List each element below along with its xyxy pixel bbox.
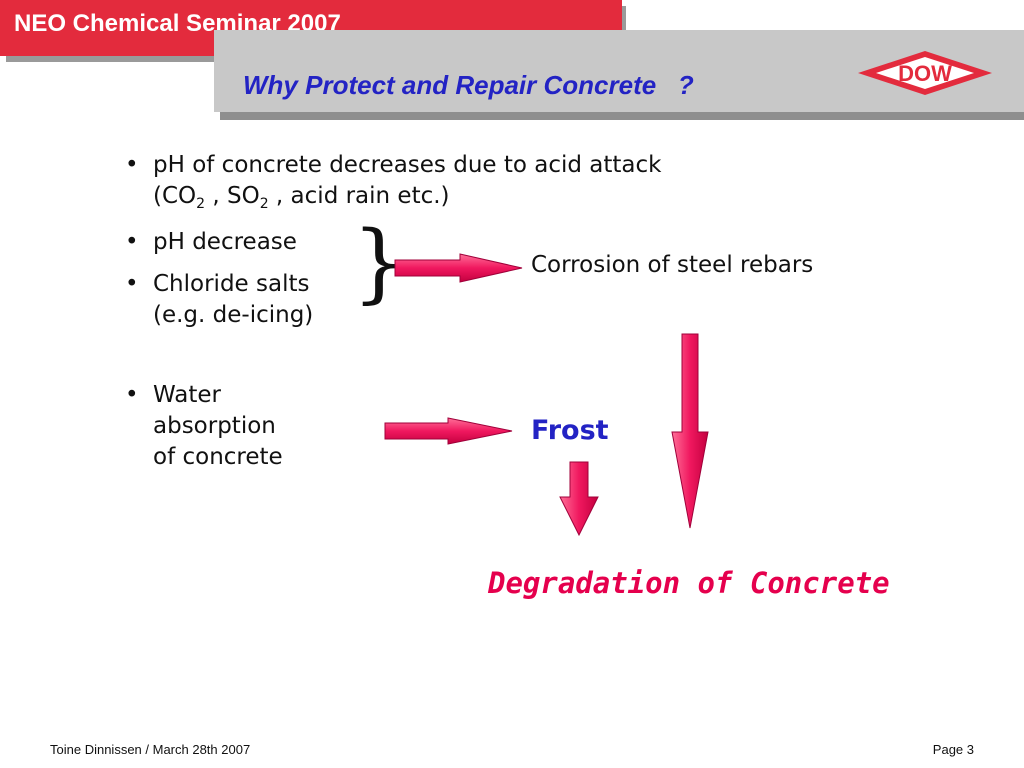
slide-heading: Why Protect and Repair Concrete ? — [243, 70, 694, 100]
degradation-label: Degradation of Concrete — [488, 566, 890, 600]
bullet-ph-decrease: • pH decrease — [125, 227, 297, 258]
footer-page-number: Page 3 — [932, 742, 974, 757]
arrow-down-corrosion-icon — [671, 333, 709, 529]
arrow-right-corrosion-icon — [394, 253, 523, 283]
bullet-text-line2: absorption — [153, 413, 276, 439]
bullet-marker: • — [125, 152, 139, 178]
bullet-marker: • — [125, 271, 139, 297]
footer-author-date: Toine Dinnissen / March 28th 2007 — [50, 742, 251, 757]
bullet-acid-attack: • pH of concrete decreases due to acid a… — [125, 150, 793, 220]
bullet-text-line2: (e.g. de-icing) — [153, 302, 314, 328]
bullet-marker: • — [125, 229, 139, 255]
logo-text: DOW — [898, 61, 952, 86]
text-so: , SO — [205, 183, 260, 209]
bullet-text: pH decrease — [153, 229, 297, 255]
frost-label: Frost — [531, 415, 609, 446]
bullet-text-line2: (CO2 , SO2 , acid rain etc.) — [153, 181, 793, 220]
text-co: (CO — [153, 183, 197, 209]
bullet-marker: • — [125, 382, 139, 408]
bullet-text: Water — [153, 382, 221, 408]
bullet-text: Chloride salts — [153, 271, 310, 297]
arrow-down-frost-icon — [559, 461, 599, 537]
subscript: 2 — [259, 196, 269, 212]
corrosion-label: Corrosion of steel rebars — [531, 252, 814, 278]
subscript: 2 — [196, 196, 206, 212]
text-acid-rain: , acid rain etc.) — [268, 183, 450, 209]
bullet-text: pH of concrete decreases due to acid att… — [153, 152, 662, 178]
curly-brace: } — [352, 213, 407, 313]
dow-logo-icon: DOW — [858, 51, 992, 95]
bullet-chloride-salts: • Chloride salts (e.g. de-icing) — [125, 269, 363, 331]
bullet-text-line3: of concrete — [153, 444, 283, 470]
bullet-water-absorption: • Water absorption of concrete — [125, 380, 353, 473]
arrow-right-frost-icon — [384, 417, 513, 445]
